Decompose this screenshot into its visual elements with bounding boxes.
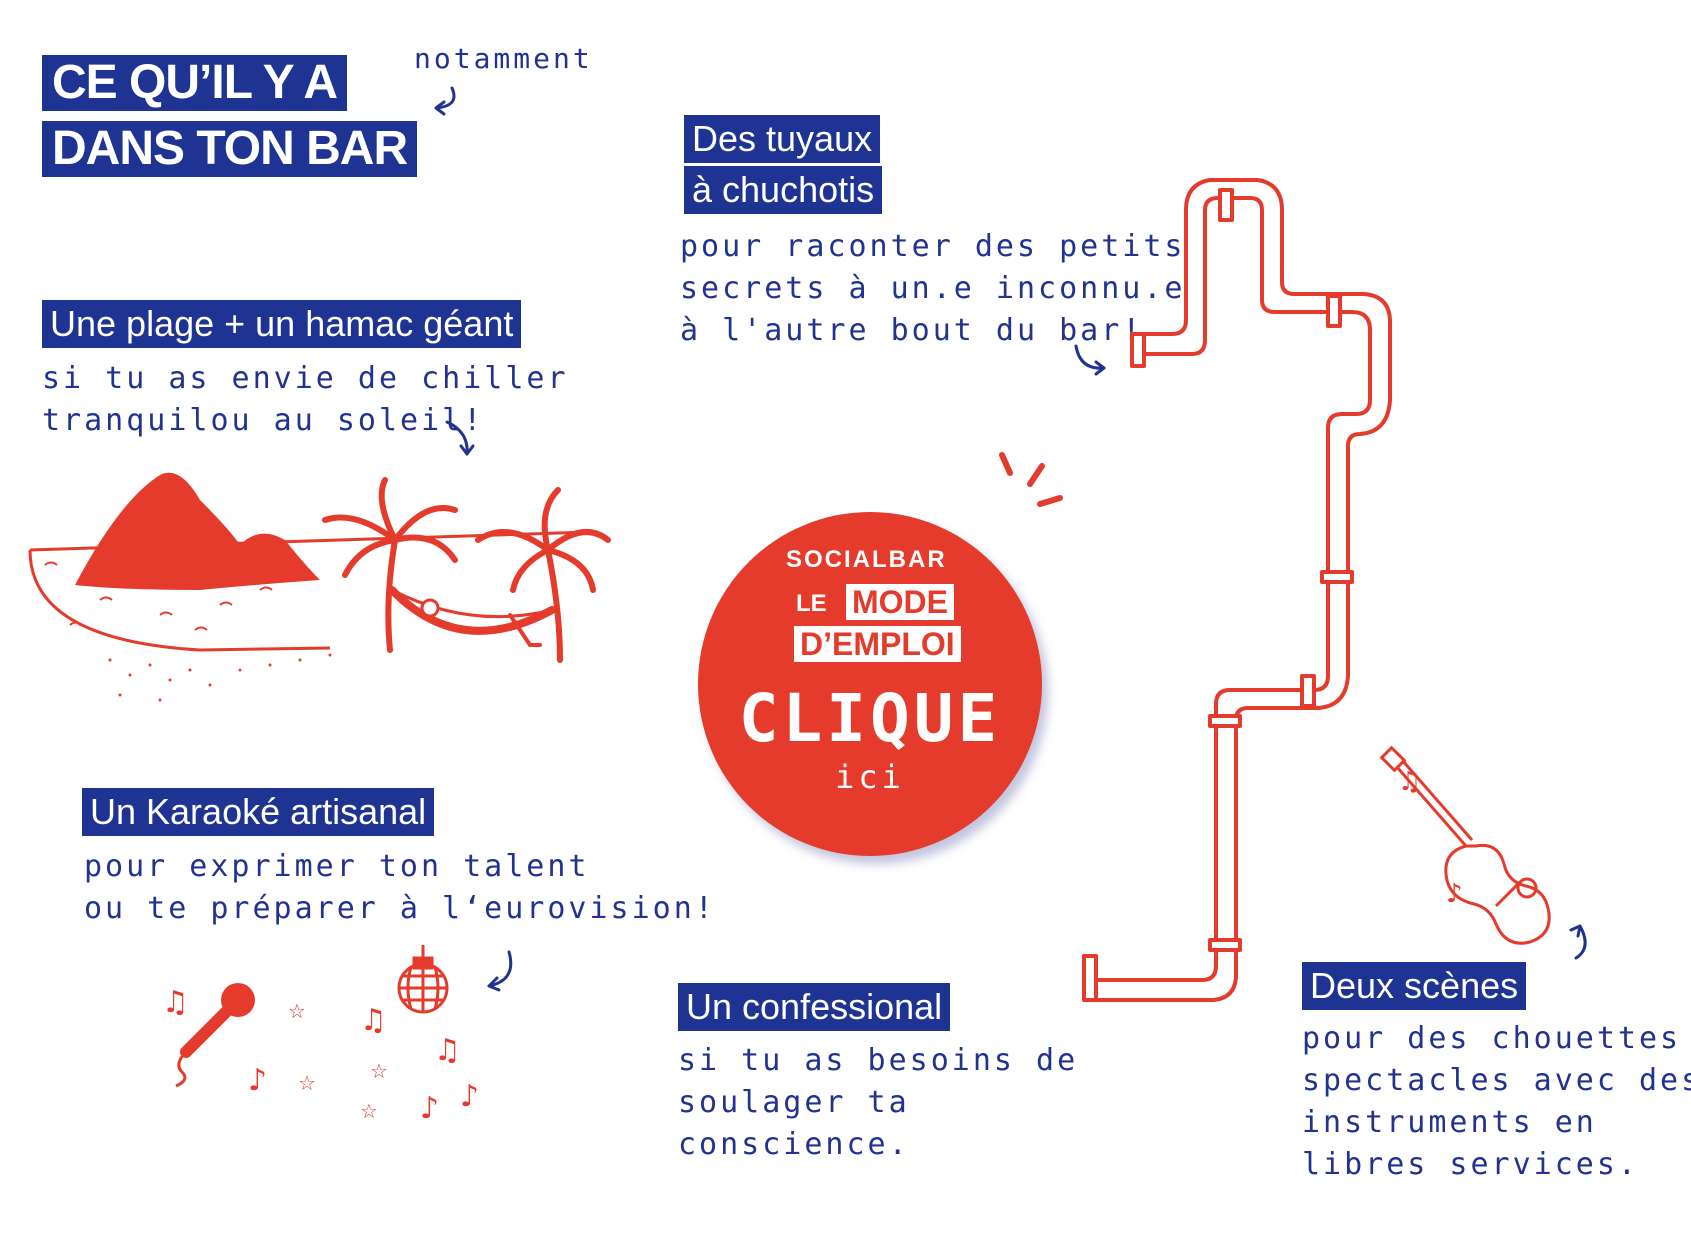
svg-text:☆: ☆ <box>370 1059 388 1083</box>
curved-arrow-icon <box>1569 924 1587 960</box>
tuyaux-heading-1: Des tuyaux <box>684 115 881 163</box>
confessional-heading: Un confessional <box>678 983 951 1031</box>
pipes-illustration <box>1082 178 1392 1002</box>
badge-cta-sub: ici <box>835 758 905 796</box>
microphone-icon <box>175 983 255 1088</box>
svg-text:♪: ♪ <box>248 1063 267 1098</box>
beach-illustration <box>28 472 591 702</box>
sparkle-icon <box>999 452 1063 507</box>
cta-badge-button[interactable]: SOCIALBAR LE MODE D’EMPLOI CLIQUE ici <box>698 512 1042 856</box>
guitar-icon <box>1379 745 1551 945</box>
plage-heading: Une plage + un hamac géant <box>42 300 522 348</box>
plage-text-line: si tu as envie de chiller <box>42 361 569 396</box>
scenes-text: pour des chouettes spectacles avec des i… <box>1302 1018 1691 1186</box>
svg-text:♫: ♫ <box>360 1003 387 1038</box>
svg-text:☆: ☆ <box>288 999 306 1023</box>
svg-text:♪: ♪ <box>420 1091 439 1126</box>
scenes-text-line: spectacles avec des <box>1302 1063 1691 1098</box>
badge-line-2: D’EMPLOI <box>794 626 961 662</box>
scenes-heading: Deux scènes <box>1302 962 1527 1010</box>
tuyaux-text-line: à l'autre bout du bar! <box>680 313 1144 348</box>
title-note: notamment <box>414 42 593 75</box>
title-line-1: CE QU’IL Y A <box>42 55 347 111</box>
svg-text:♫: ♫ <box>434 1033 461 1068</box>
svg-text:☆: ☆ <box>298 1071 316 1095</box>
disco-ball-icon <box>397 945 449 1014</box>
curved-arrow-icon <box>1074 344 1106 376</box>
scenes-text-line: libres services. <box>1302 1147 1639 1182</box>
scenes-text-line: instruments en <box>1302 1105 1597 1140</box>
badge-brand: SOCIALBAR <box>786 546 947 573</box>
svg-text:♫: ♫ <box>162 985 189 1020</box>
karaoke-text-line: ou te préparer à l‘eurovision! <box>84 891 716 926</box>
curved-arrow-icon <box>445 420 475 456</box>
curved-arrow-icon <box>434 86 456 116</box>
badge-cta: CLIQUE <box>738 680 1002 757</box>
karaoke-text: pour exprimer ton talent ou te préparer … <box>84 846 716 930</box>
tuyaux-heading-2: à chuchotis <box>684 166 883 214</box>
confessional-text: si tu as besoins de soulager ta conscien… <box>678 1040 1078 1166</box>
confessional-text-line: conscience. <box>678 1127 910 1162</box>
confessional-text-line: soulager ta <box>678 1085 910 1120</box>
tuyaux-text-line: pour raconter des petits <box>680 229 1186 264</box>
plage-text-line: tranquilou au soleil! <box>42 403 485 438</box>
curved-arrow-icon <box>487 950 513 992</box>
scenes-text-line: pour des chouettes <box>1302 1021 1682 1056</box>
svg-text:☆: ☆ <box>360 1099 378 1123</box>
tuyaux-text: pour raconter des petits secrets à un.e … <box>680 226 1185 352</box>
badge-line-1: MODE <box>846 584 954 620</box>
hammock-palms-illustration <box>322 477 611 663</box>
tuyaux-text-line: secrets à un.e inconnu.e <box>680 271 1186 306</box>
title-line-2: DANS TON BAR <box>42 121 418 177</box>
karaoke-heading: Un Karaoké artisanal <box>82 788 435 836</box>
badge-le: LE <box>796 590 827 617</box>
karaoke-text-line: pour exprimer ton talent <box>84 849 590 884</box>
stars-icon: ☆ ☆ ☆ ☆ <box>288 999 388 1123</box>
confessional-text-line: si tu as besoins de <box>678 1043 1079 1078</box>
svg-text:♪: ♪ <box>460 1079 479 1114</box>
plage-text: si tu as envie de chiller tranquilou au … <box>42 358 569 442</box>
